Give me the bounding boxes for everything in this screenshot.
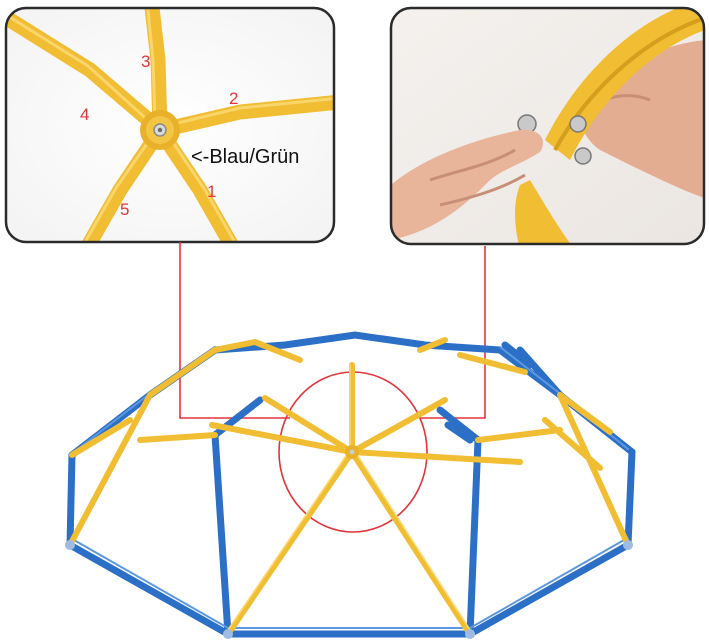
rod-number-3: 3 <box>141 52 150 71</box>
detail-panel-bolting <box>389 6 706 246</box>
callout-connector <box>179 242 486 533</box>
blue-green-label: <-Blau/Grün <box>191 146 299 168</box>
detail-panel-hub: 3 2 4 1 5 <-Blau/Grün <box>4 6 336 244</box>
bolting-photo <box>391 8 704 244</box>
dome-frame <box>65 331 636 639</box>
rod-number-2: 2 <box>229 89 238 108</box>
rod-number-5: 5 <box>120 200 129 219</box>
hub-closeup <box>6 8 334 242</box>
rod-number-1: 1 <box>207 182 216 201</box>
rod-number-4: 4 <box>80 105 89 124</box>
